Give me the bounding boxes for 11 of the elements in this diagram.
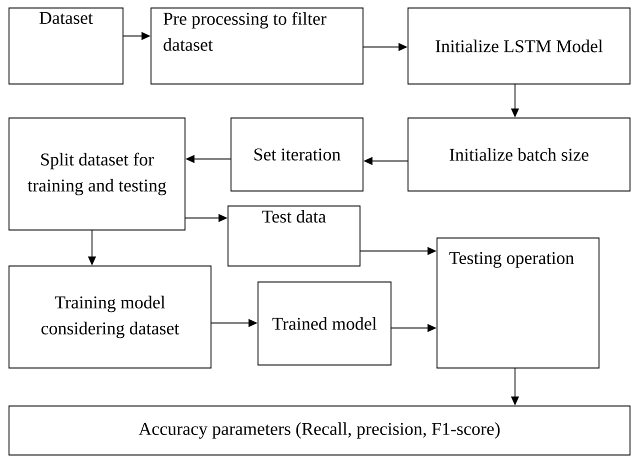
process-box: Testing operation <box>436 238 600 368</box>
process-box: Test data <box>228 206 360 266</box>
process-box: Split dataset for training and testing <box>8 118 186 230</box>
process-box: Dataset <box>8 8 124 84</box>
process-box: Training model considering dataset <box>8 266 212 368</box>
process-box: Set iteration <box>230 118 364 192</box>
process-box: Initialize LSTM Model <box>408 8 630 84</box>
process-box: Pre processing to filter dataset <box>150 8 364 84</box>
process-box: Initialize batch size <box>408 118 630 192</box>
process-box: Accuracy parameters (Recall, precision, F1-score) <box>8 406 630 456</box>
process-box: Trained model <box>258 282 392 366</box>
